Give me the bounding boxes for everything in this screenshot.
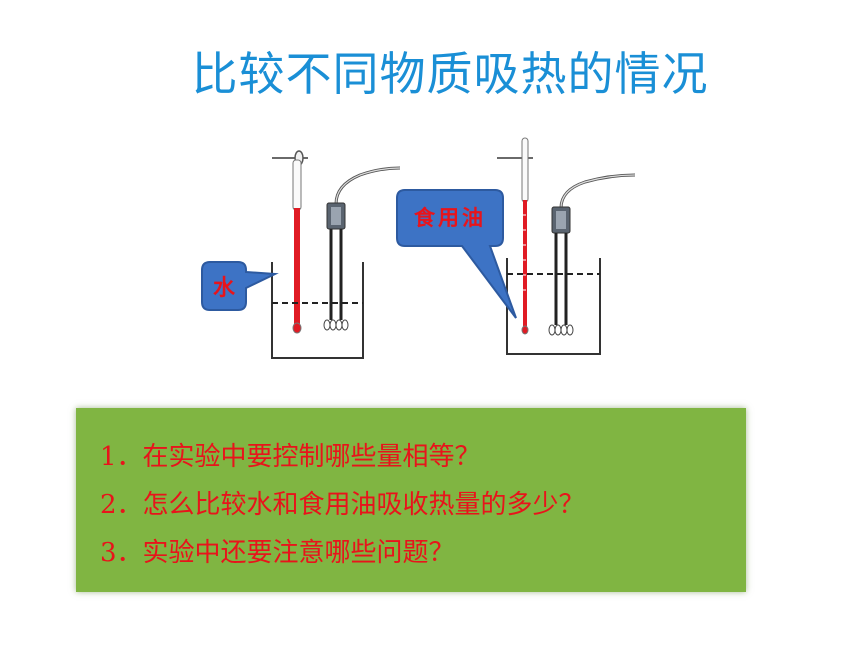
question-2: 2．怎么比较水和食用油吸收热量的多少？ — [100, 490, 585, 520]
water-callout — [201, 261, 279, 311]
page-title: 比较不同物质吸热的情况 — [191, 47, 709, 101]
questions-panel — [76, 408, 746, 592]
oil-setup — [396, 137, 636, 355]
oil-callout-label: 食用油 — [414, 205, 486, 230]
thermometer — [292, 159, 302, 334]
beaker — [506, 258, 601, 355]
water-callout-label: 水 — [212, 275, 235, 301]
oil-callout — [396, 189, 517, 319]
question-1: 1．在实验中要控制哪些量相等？ — [100, 442, 481, 472]
question-3: 3．实验中还要注意哪些问题？ — [100, 538, 455, 568]
electric-heater — [548, 173, 636, 336]
water-setup — [201, 150, 401, 359]
thermometer — [521, 137, 529, 335]
beaker — [271, 262, 364, 359]
experiment-diagram — [201, 137, 636, 359]
electric-heater — [323, 166, 401, 331]
